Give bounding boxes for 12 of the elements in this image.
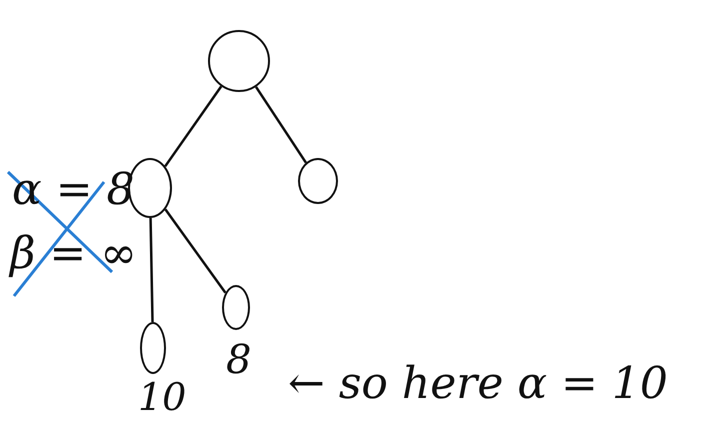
leaf-value: 10	[138, 378, 186, 416]
tree-edge	[149, 218, 154, 322]
tree-edge	[164, 86, 222, 168]
tree-edge	[255, 86, 307, 164]
tree-edge	[164, 208, 226, 294]
tree-node	[298, 158, 338, 204]
tree-node	[208, 30, 270, 92]
note: ← so here α = 10	[288, 362, 668, 406]
tree-node	[222, 285, 250, 330]
crossed-out-value: β = ∞	[10, 232, 137, 276]
leaf-value: 8	[226, 340, 252, 380]
tree-node	[140, 322, 166, 374]
